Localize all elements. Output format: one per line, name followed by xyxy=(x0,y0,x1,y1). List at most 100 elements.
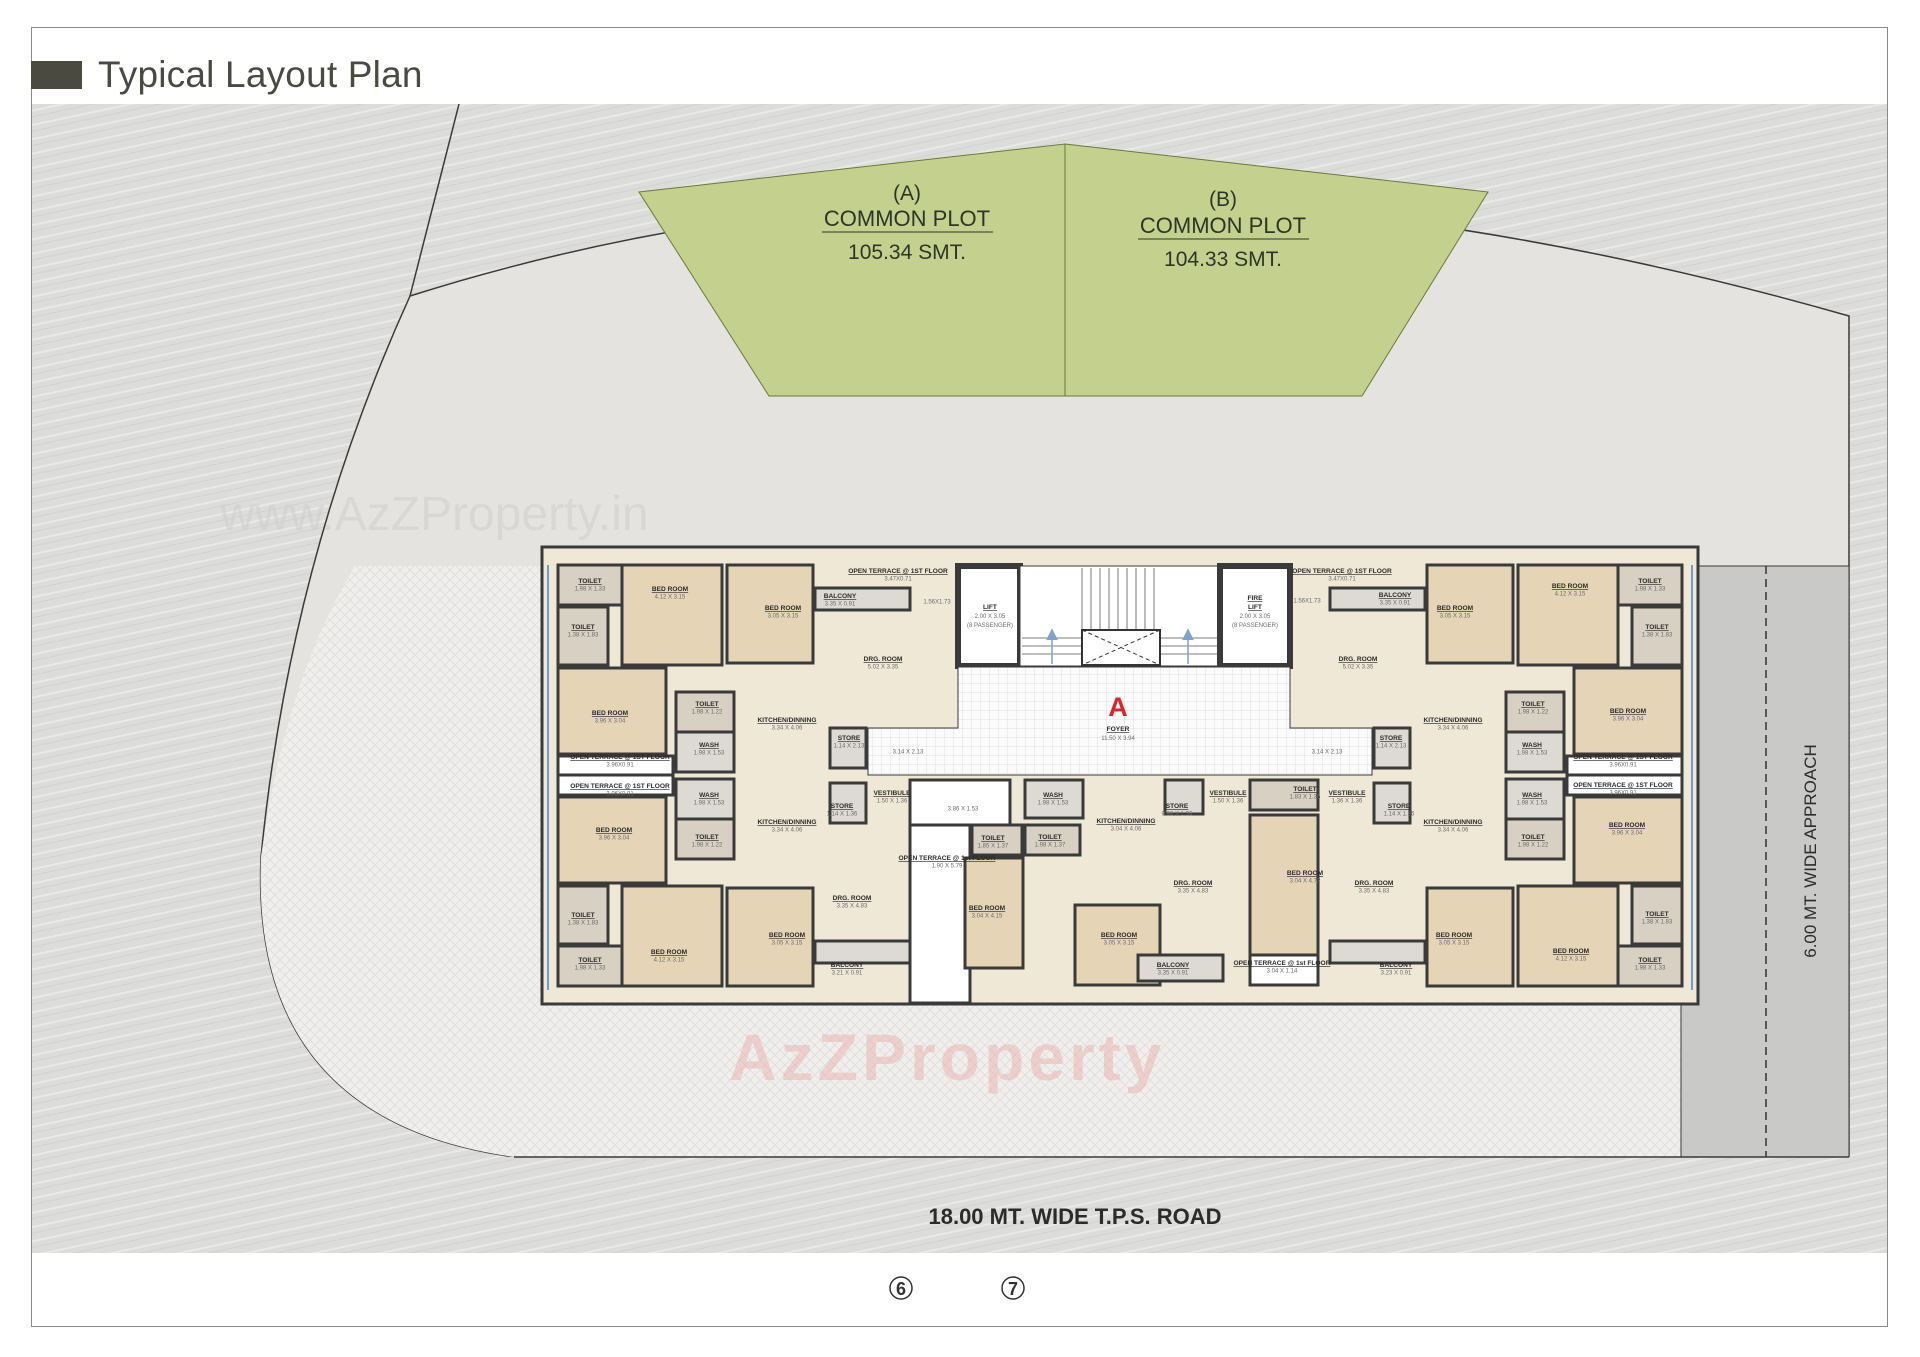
room-dimensions: 3.23 X 0.91 xyxy=(1381,971,1412,977)
room-name: TOILET xyxy=(1638,957,1661,964)
room-dimensions: 1.50 X 1.36 xyxy=(877,799,908,805)
room-name: TOILET xyxy=(1521,701,1544,708)
room-dimensions: 1.98 X 1.22 xyxy=(692,843,723,849)
lift-dims: 2.00 X 3.05 xyxy=(975,614,1006,620)
room-name: BALCONY xyxy=(824,593,857,600)
room-label: 1.56X1.73 xyxy=(923,600,951,606)
room-dimensions: 3.04 X 4.06 xyxy=(1111,827,1142,833)
room-name: BED ROOM xyxy=(769,932,806,939)
lift-shaft xyxy=(955,563,1023,669)
fire-lift-dims: 2.00 X 3.05 xyxy=(1240,614,1271,620)
room-dimensions: 3.34 X 4.06 xyxy=(772,828,803,834)
room-dimensions: 3.96X0.91 xyxy=(606,792,634,798)
room-area xyxy=(1616,563,1684,607)
room-name: TOILET xyxy=(571,624,594,631)
stair-treads xyxy=(1022,568,1218,655)
title-marker xyxy=(31,61,82,89)
room-name: BED ROOM xyxy=(652,586,689,593)
room-area xyxy=(1073,903,1162,987)
room-dimensions: 3.14 X 2.13 xyxy=(1312,750,1343,756)
marker-7-circle xyxy=(1001,1276,1025,1300)
room-area xyxy=(1572,666,1684,756)
room-dimensions: 1.14 X 1.36 xyxy=(1384,812,1415,818)
room-name: TOILET xyxy=(1645,911,1668,918)
room-area xyxy=(556,944,624,988)
room-dimensions: 1.98 X 1.22 xyxy=(1518,710,1549,716)
room-name: BED ROOM xyxy=(1609,822,1646,829)
room-dimensions: 3.35 X 4.83 xyxy=(1178,889,1209,895)
room-name: BED ROOM xyxy=(1436,932,1473,939)
foyer xyxy=(867,666,1373,776)
room-name: OPEN TERRACE @ 1ST FLOOR xyxy=(1573,754,1673,761)
room-dimensions: 1.98 X 1.53 xyxy=(694,801,725,807)
room-area xyxy=(620,884,724,988)
room-name: DRG. ROOM xyxy=(1339,656,1378,663)
room-dimensions: 1.38 X 1.83 xyxy=(568,921,599,927)
room-label: 3.86 X 1.53 xyxy=(948,807,979,813)
room-area xyxy=(1248,813,1320,957)
room-name: TOILET xyxy=(1638,578,1661,585)
room-dimensions: 1.38 X 1.83 xyxy=(1642,633,1673,639)
room-dimensions: 3.35 X 4.83 xyxy=(837,904,868,910)
room-dimensions: 1.14 X 1.36 xyxy=(827,812,858,818)
room-area xyxy=(1630,884,1684,946)
room-dimensions: 3.35 X 4.83 xyxy=(1359,889,1390,895)
room-dimensions: 4.12 X 3.15 xyxy=(654,958,685,964)
room-name: BALCONY xyxy=(1379,592,1412,599)
room-area xyxy=(828,726,868,770)
room-dimensions: 1.36 X 1.36 xyxy=(1332,799,1363,805)
room-name: BED ROOM xyxy=(969,905,1006,912)
room-label: VESTIBULE 1.36 X 1.36 xyxy=(1328,790,1366,805)
room-area xyxy=(1023,823,1082,857)
room-label: BALCONY 3.35 X 0.91 xyxy=(1379,592,1412,607)
room-dimensions: 3.34 X 4.06 xyxy=(1438,828,1469,834)
room-name: DRG. ROOM xyxy=(1355,880,1394,887)
room-dimensions: 3.35 X 0.91 xyxy=(1380,601,1411,607)
room-dimensions: 3.96X0.91 xyxy=(1609,791,1637,797)
room-dimensions: 1.83 X 1.36 xyxy=(1290,795,1321,801)
room-area xyxy=(556,666,668,756)
room-dimensions: 1.14 X 2.13 xyxy=(1376,744,1407,750)
room-name: TOILET xyxy=(1521,834,1544,841)
room-name: BALCONY xyxy=(831,962,864,969)
room-area xyxy=(1572,795,1684,885)
room-area xyxy=(674,817,736,861)
room-dimensions: 3.96 X 3.04 xyxy=(1613,717,1644,723)
room-area xyxy=(1248,778,1320,812)
room-area xyxy=(1328,586,1427,612)
room-area xyxy=(1504,730,1566,774)
room-area xyxy=(1630,605,1684,667)
room-dimensions: 1.56X1.73 xyxy=(1293,599,1321,605)
room-name: TOILET xyxy=(1038,834,1061,841)
room-name: BED ROOM xyxy=(1287,870,1324,877)
room-name: VESTIBULE xyxy=(1328,790,1366,797)
room-name: BED ROOM xyxy=(651,949,688,956)
